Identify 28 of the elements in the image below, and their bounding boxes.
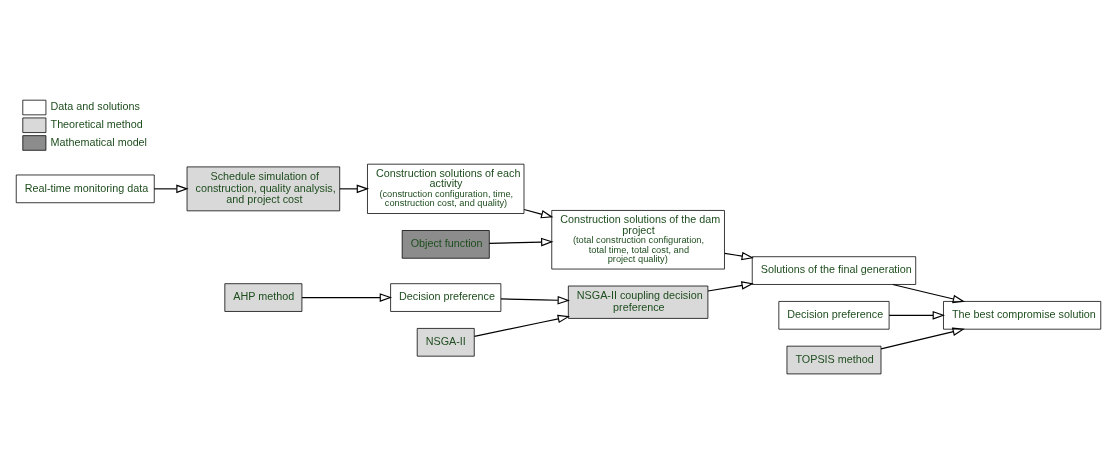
node-box: TOPSIS method: [786, 345, 882, 375]
arrow: [488, 237, 554, 247]
node-box: NSGA-II: [416, 328, 475, 357]
node-box: The best compromise solution: [943, 301, 1102, 330]
arrow: [153, 184, 189, 194]
node-box: NSGA-II coupling decision preference: [567, 285, 709, 319]
node-box: Construction solutions of the dam project (total construction configuration, total time, total cost, and project quality): [551, 210, 725, 270]
arrow: [473, 314, 570, 337]
node-box: Real-time monitoring data: [15, 174, 155, 204]
node-box: Construction solutions of each activity (construction configuration, time, construction cost, and quality): [367, 163, 525, 214]
node-box: Decision preference: [778, 301, 890, 330]
node-box: AHP method: [224, 283, 303, 312]
legend-label: Data and solutions: [50, 100, 140, 113]
arrow: [339, 184, 370, 194]
node-box: Decision preference: [390, 283, 502, 312]
node-box: Solutions of the final generation: [751, 256, 917, 285]
node-box: Schedule simulation of construction, quality analysis, and project cost: [186, 166, 341, 212]
arrow: [707, 281, 754, 292]
node-box: Object function: [401, 230, 490, 259]
arrow: [888, 311, 945, 320]
arrow: [301, 293, 393, 302]
arrow: [523, 208, 554, 219]
arrow: [724, 251, 754, 261]
arrow: [500, 295, 570, 305]
arrow: [880, 327, 965, 350]
legend-label: Theoretical method: [50, 118, 143, 131]
legend-label: Mathematical model: [50, 135, 148, 148]
arrow: [892, 283, 966, 304]
